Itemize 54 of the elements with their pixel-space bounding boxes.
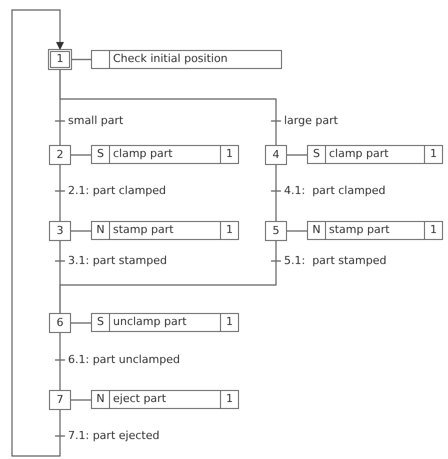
transition-label: 6.1: part unclamped <box>67 354 181 365</box>
transition-label: 4.1: part clamped <box>283 185 387 196</box>
transition-label: small part <box>67 115 124 126</box>
transition-label: 3.1: part stamped <box>67 255 168 266</box>
step-box: 4 <box>265 145 287 165</box>
connector-line <box>71 399 91 401</box>
action-qualifier: N <box>312 222 321 238</box>
transition-line <box>54 332 66 391</box>
action-block <box>307 145 443 164</box>
action-name: clamp part <box>113 146 173 162</box>
transition-label: 7.1: part ejected <box>67 430 160 441</box>
step-box: 6 <box>49 313 71 333</box>
action-block <box>91 145 239 164</box>
transition-label: large part <box>283 115 339 126</box>
action-name: eject part <box>113 391 166 408</box>
step-box: 2 <box>49 145 71 165</box>
action-qualifier: N <box>96 222 105 238</box>
action-count: 1 <box>226 314 233 330</box>
action-name: unclamp part <box>113 314 187 330</box>
action-block <box>91 390 239 409</box>
transition-line <box>54 164 66 222</box>
transition-label: 5.1: part stamped <box>283 255 388 266</box>
action-count: 1 <box>226 391 233 408</box>
action-qualifier: S <box>97 314 104 330</box>
connector-line <box>71 322 91 324</box>
connector-line <box>71 230 91 232</box>
transition-line <box>59 69 282 146</box>
action-name: stamp part <box>329 222 390 238</box>
action-count: 1 <box>430 222 437 238</box>
connector-line <box>287 230 307 232</box>
transition-line <box>59 240 282 314</box>
action-qualifier: S <box>313 146 320 162</box>
connector-line <box>72 58 91 60</box>
action-block <box>91 313 239 332</box>
action-name: Check initial position <box>113 51 228 68</box>
action-count: 1 <box>226 146 233 162</box>
step-box: 7 <box>49 390 71 410</box>
action-count: 1 <box>226 222 233 238</box>
action-block <box>91 50 282 69</box>
action-qualifier: S <box>97 146 104 162</box>
connector-line <box>71 154 91 156</box>
transition-label: 2.1: part clamped <box>67 185 168 196</box>
step-box: 3 <box>49 221 71 241</box>
step-box: 5 <box>265 221 287 241</box>
action-block <box>91 221 239 240</box>
transition-line <box>11 9 66 457</box>
action-count: 1 <box>430 146 437 162</box>
action-block <box>307 221 443 240</box>
connector-line <box>287 154 307 156</box>
action-qualifier: N <box>96 391 105 408</box>
action-name: clamp part <box>329 146 389 162</box>
initial-step-box: 1 <box>48 49 72 70</box>
action-name: stamp part <box>113 222 174 238</box>
transition-line <box>270 164 282 222</box>
